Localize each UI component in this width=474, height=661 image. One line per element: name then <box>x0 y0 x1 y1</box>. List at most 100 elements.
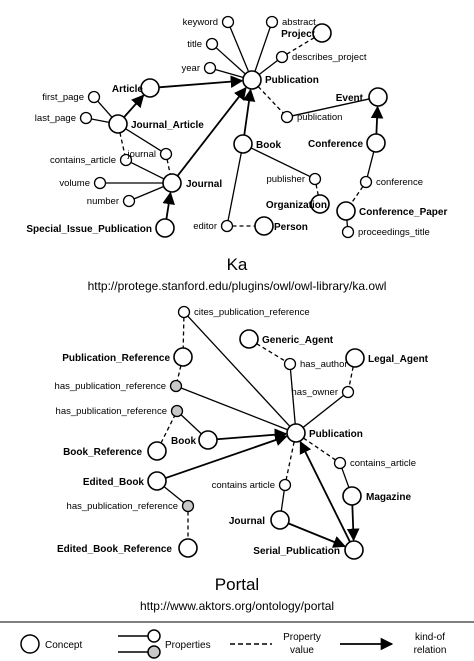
ka-label-article: Article <box>112 84 144 95</box>
portal-label-book-reference: Book_Reference <box>63 447 142 458</box>
ka-title: Ka <box>227 255 248 274</box>
ka-node-person <box>254 216 274 236</box>
ka-label-book: Book <box>256 140 281 151</box>
portal-node-edited-book <box>147 471 167 491</box>
ka-node-special-issue <box>155 218 175 238</box>
portal-edge-cites_publication_reference-publication_reference <box>182 317 185 349</box>
portal-node-legal-agent <box>345 348 365 368</box>
portal-label-magazine: Magazine <box>366 492 411 503</box>
portal-node-has-pub-ref-1 <box>169 379 183 393</box>
ka-label-contains-article: contains_article <box>50 155 116 166</box>
portal-node-generic-agent <box>239 329 259 349</box>
ka-node-publication-prop <box>280 110 294 124</box>
ka-edge-book-publication <box>242 88 256 136</box>
ka-node-editor <box>220 219 234 233</box>
portal-label-has-pub-ref-3: has_publication_reference <box>67 501 178 512</box>
ka-node-abstract <box>265 15 279 29</box>
ka-node-project <box>312 23 332 43</box>
portal-label-has-pub-ref-1: has_publication_reference <box>55 381 166 392</box>
portal-label-generic-agent: Generic_Agent <box>262 335 334 346</box>
portal-edge-has_author-publication <box>289 369 296 425</box>
portal-label-edited-book-reference: Edited_Book_Reference <box>57 544 172 555</box>
ka-label-editor: editor <box>193 221 217 232</box>
ka-label-title: title <box>187 39 202 50</box>
legend-properties-label: Properties <box>165 640 211 651</box>
ka-label-special-issue: Special_Issue_Publication <box>26 224 152 235</box>
ka-url: http://protege.stanford.edu/plugins/owl/… <box>88 279 387 293</box>
ka-node-number <box>122 194 136 208</box>
portal-label-contains-article: contains_article <box>350 458 416 469</box>
portal-url: http://www.aktors.org/ontology/portal <box>140 599 334 613</box>
legend-concept-label: Concept <box>45 640 82 651</box>
ka-node-last-page <box>79 111 93 125</box>
ka-edge-journal_prop-journal <box>166 159 171 175</box>
ka-node-publication <box>242 70 262 90</box>
ka-label-journal: Journal <box>186 179 222 190</box>
portal-node-book <box>198 430 218 450</box>
portal-edge-serial_publication-publication <box>299 440 351 543</box>
portal-edge-cites_publication_reference-publication <box>187 315 291 427</box>
ka-edge-journal_article-contains_article <box>119 132 126 155</box>
ka-node-journal-article <box>108 114 128 134</box>
ka-node-article <box>140 78 160 98</box>
ka-edge-contains_article-journal <box>130 161 165 180</box>
portal-edge-contains_article-magazine <box>341 467 350 488</box>
portal-edge-publication_reference-has_pub_ref_1 <box>176 365 182 381</box>
nodes <box>79 15 388 560</box>
legend-prop-icon-grey <box>147 645 161 659</box>
portal-node-has-pub-ref-2 <box>170 404 184 418</box>
ka-node-first-page <box>87 90 101 104</box>
portal-edge-has_owner-publication <box>302 394 345 428</box>
ka-label-event: Event <box>336 93 364 104</box>
portal-edge-generic_agent-has_author <box>256 343 286 362</box>
ka-label-organization: Organization <box>266 200 327 211</box>
ka-node-journal <box>162 173 182 193</box>
ka-node-organization <box>310 194 330 214</box>
ka-edge-conference_prop-conference_paper <box>350 186 364 204</box>
portal-node-has-author <box>283 357 297 371</box>
portal-label-publication-reference: Publication_Reference <box>62 353 170 364</box>
ka-edge-conference-conference_prop <box>366 151 375 177</box>
portal-label-has-author: has_author <box>300 359 348 370</box>
portal-label-contains-article-2: contains article <box>212 480 275 491</box>
ka-node-volume <box>93 176 107 190</box>
ka-node-conference-paper <box>336 201 356 221</box>
ka-label-conference: Conference <box>308 139 363 150</box>
ka-edge-last_page-journal_article <box>91 118 110 123</box>
ka-label-first-page: first_page <box>42 92 84 103</box>
legend-concept-icon <box>20 634 40 654</box>
ka-node-conference-prop <box>359 175 373 189</box>
portal-edge-contains_article_2-journal <box>280 490 285 512</box>
ka-edge-publication-publication_prop <box>257 86 284 114</box>
ka-label-journal-prop: journal <box>126 149 156 160</box>
ka-node-title <box>205 37 219 51</box>
ka-edge-journal_article-article <box>123 94 145 118</box>
ka-node-event <box>368 87 388 107</box>
portal-node-publication <box>286 423 306 443</box>
portal-label-has-pub-ref-2: has_publication_reference <box>56 406 167 417</box>
portal-edge-has_pub_ref_1-publication <box>180 387 288 431</box>
ka-edge-year-publication <box>215 68 244 79</box>
ka-label-year: year <box>182 63 200 74</box>
ka-label-person: Person <box>274 222 308 233</box>
legend-prop-icon-white <box>147 629 161 643</box>
portal-node-has-owner <box>341 385 355 399</box>
portal-label-edited-book: Edited_Book <box>83 477 145 488</box>
ka-label-publication-prop: publication <box>297 112 342 123</box>
portal-title: Portal <box>215 575 259 594</box>
ka-node-publisher <box>308 172 322 186</box>
legend-property-value-label-1: Property <box>283 632 321 643</box>
portal-edge-publication-contains_article_2 <box>285 441 295 480</box>
ka-edge-publisher-organization <box>315 184 319 196</box>
ka-edge-book-publisher <box>250 147 311 178</box>
edges <box>91 26 384 548</box>
ka-node-proceedings-title <box>341 225 355 239</box>
ka-edge-journal_article-journal_prop <box>125 128 162 152</box>
ka-edge-describes_project-publication <box>258 59 279 76</box>
ka-edge-article-publication <box>158 75 244 89</box>
legend-kind-of-label-1: kind-of <box>415 632 445 643</box>
legend-kind-of-label-2: relation <box>414 645 447 656</box>
ka-node-conference <box>366 133 386 153</box>
legend: Concept Properties Property value kind-o… <box>0 621 474 659</box>
